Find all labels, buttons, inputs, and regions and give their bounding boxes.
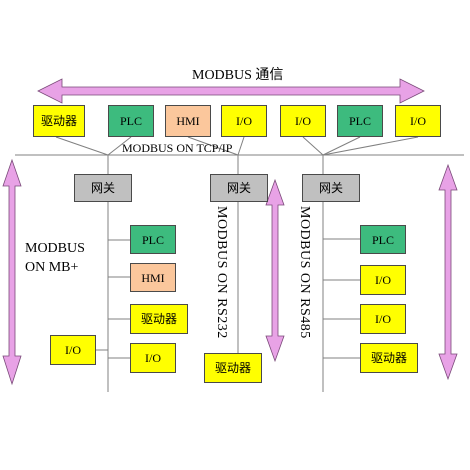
wire-top-4 — [302, 136, 324, 156]
top-device-1: PLC — [108, 105, 154, 137]
wire-top-6 — [322, 136, 419, 156]
modbus-tcpip-label: MODBUS ON TCP/IP — [122, 141, 233, 155]
top-device-2: HMI — [165, 105, 211, 137]
double-arrow-middle — [265, 178, 285, 363]
mb-plus-device-0: PLC — [130, 225, 176, 254]
mb-plus-device-3: I/O — [50, 335, 96, 365]
rs485-device-3: 驱动器 — [360, 343, 418, 373]
wire-top-1 — [107, 136, 132, 156]
top-device-4: I/O — [280, 105, 326, 137]
double-arrow-left — [2, 158, 22, 386]
rs485-device-1: I/O — [360, 265, 406, 295]
gateway-2: 网关 — [302, 174, 360, 202]
wire-top-0 — [55, 136, 109, 156]
modbus-mb-plus-label-line1: MODBUS — [25, 241, 85, 256]
modbus-rs485-label: MODBUS ON RS485 — [297, 206, 312, 339]
modbus-communication-label: MODBUS 通信 — [192, 68, 284, 83]
modbus-mb-plus-label-line2: ON MB+ — [25, 260, 79, 275]
mb-plus-device-2: 驱动器 — [130, 304, 188, 334]
wire-top-3 — [237, 136, 245, 156]
gateway-0: 网关 — [74, 174, 132, 202]
top-device-3: I/O — [221, 105, 267, 137]
wire-top-5 — [322, 136, 361, 156]
wire-top-2 — [187, 136, 239, 156]
rs485-device-2: I/O — [360, 304, 406, 334]
rs232-device-0: 驱动器 — [204, 353, 262, 383]
top-device-6: I/O — [395, 105, 441, 137]
mb-plus-device-4: I/O — [130, 343, 176, 373]
double-arrow-right — [438, 163, 458, 381]
mb-plus-device-1: HMI — [130, 263, 176, 292]
modbus-rs232-label: MODBUS ON RS232 — [214, 206, 229, 339]
rs485-device-0: PLC — [360, 225, 406, 254]
double-arrow-horizontal — [37, 78, 425, 104]
top-device-0: 驱动器 — [33, 105, 85, 137]
top-device-5: PLC — [337, 105, 383, 137]
gateway-1: 网关 — [210, 174, 268, 202]
